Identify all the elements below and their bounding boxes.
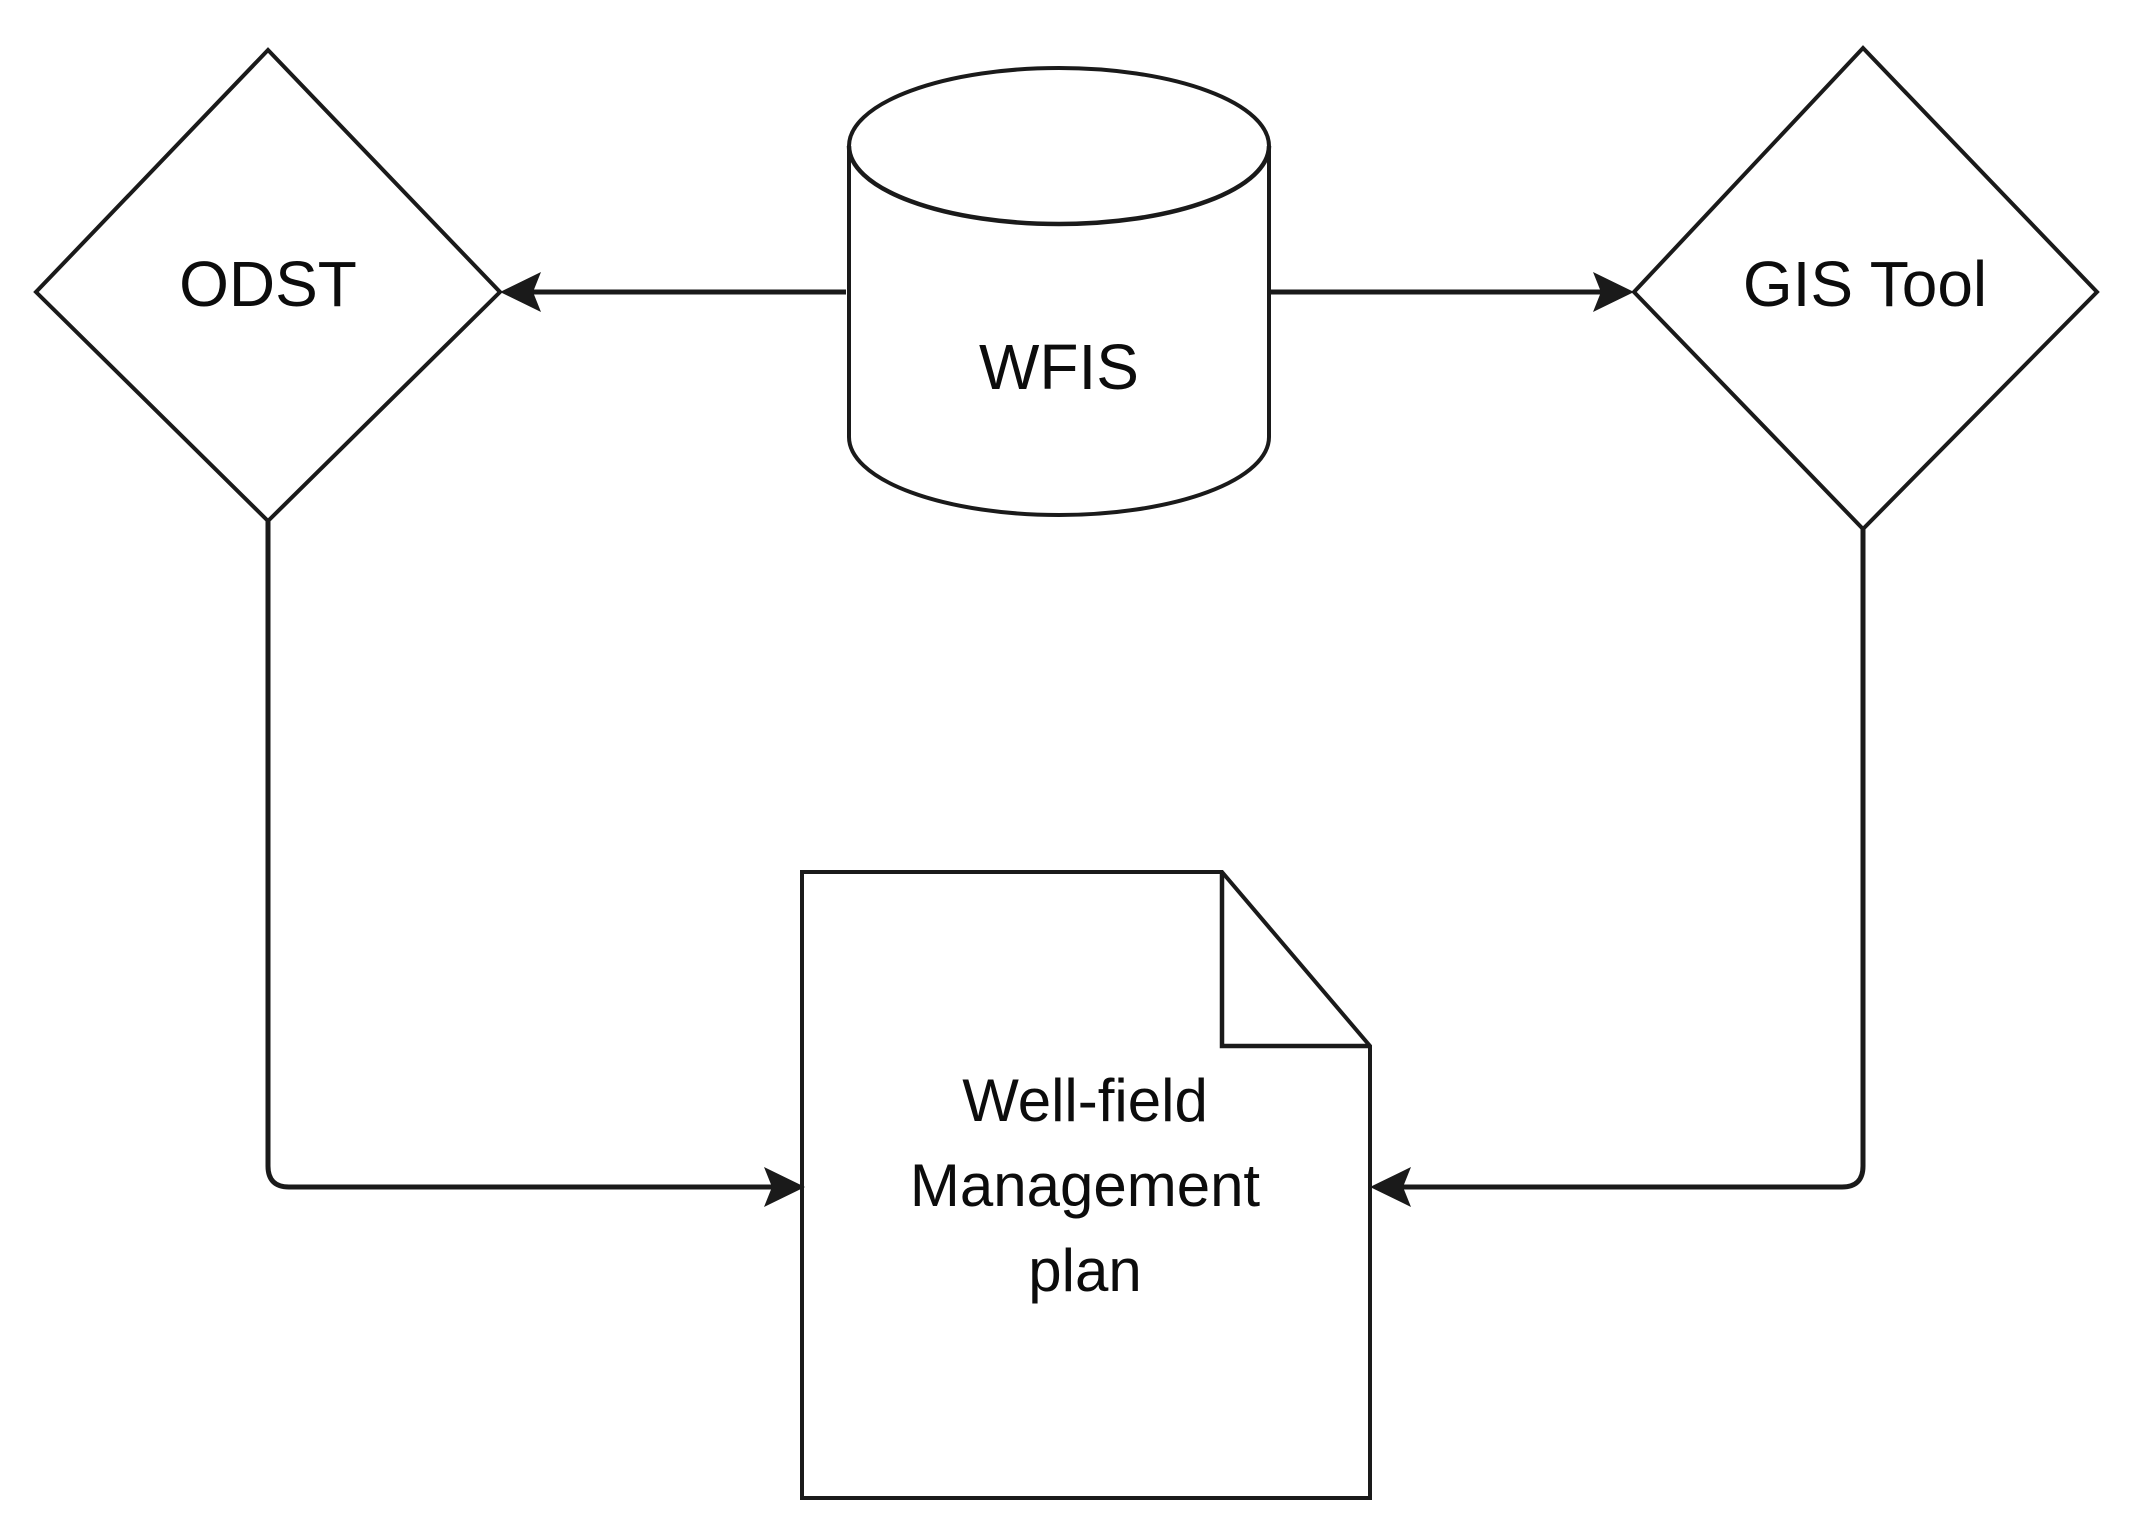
node-wfis-label: WFIS [979, 331, 1139, 403]
arrowhead-icon [1593, 272, 1634, 312]
node-wfmp-document[interactable] [800, 870, 1372, 1500]
edge-wfis-to-odst [500, 272, 846, 312]
node-wfmp-label: Well-field Management plan [909, 1067, 1261, 1305]
node-odst-label: ODST [179, 248, 357, 320]
arrowhead-icon [500, 272, 541, 312]
edge-odst-to-wfmp [265, 519, 805, 1207]
arrowhead-icon [1370, 1167, 1411, 1207]
node-wfis-cylinder[interactable] [846, 66, 1272, 517]
document-fold-icon [1219, 872, 1370, 1049]
edge-gis-tool-to-wfmp [1370, 527, 1866, 1207]
node-gis-tool-label: GIS Tool [1742, 248, 1988, 320]
edge-wfis-to-gis-tool [1271, 272, 1634, 312]
arrowhead-icon [764, 1167, 805, 1207]
